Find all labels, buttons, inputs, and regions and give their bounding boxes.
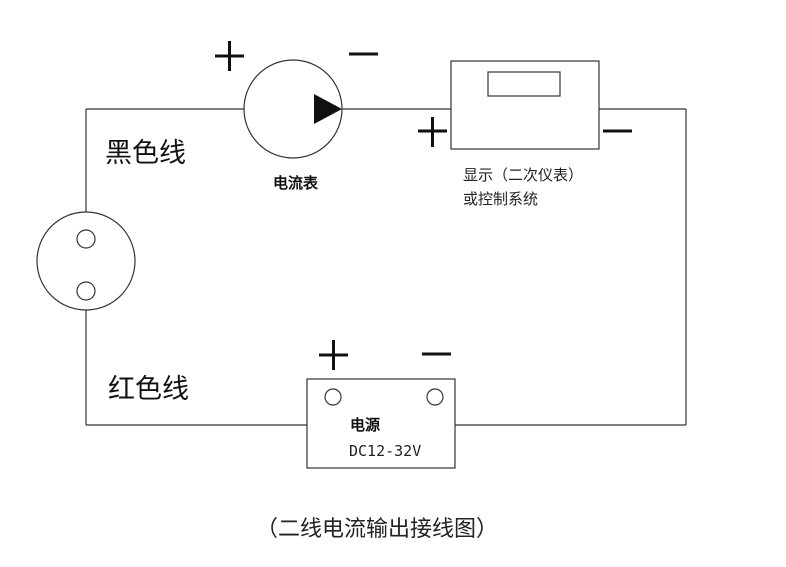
ammeter: 电流表 [215, 41, 378, 192]
power-supply: 电源 DC12-32V [306, 340, 456, 469]
display-label-line1: 显示（二次仪表） [463, 166, 583, 184]
ammeter-arrow-icon [314, 94, 342, 124]
diagram-caption: （二线电流输出接线图） [256, 517, 498, 542]
display-label-line2: 或控制系统 [463, 190, 538, 208]
power-title: 电源 [350, 416, 380, 434]
power-terminal-plus [324, 388, 342, 406]
black-wire-label: 黑色线 [105, 138, 186, 169]
ammeter-label: 电流表 [273, 174, 319, 192]
power-spec: DC12-32V [349, 442, 421, 460]
sensor-body [36, 211, 136, 311]
power-box [306, 378, 456, 469]
circuit-wires [85, 108, 687, 426]
sensor-terminal-top [76, 229, 96, 249]
sensor [36, 211, 136, 311]
sensor-terminal-bottom [76, 281, 96, 301]
red-wire-label: 红色线 [108, 374, 189, 405]
display-screen [487, 71, 561, 97]
power-terminal-minus [426, 388, 444, 406]
display-instrument: 显示（二次仪表） 或控制系统 [418, 60, 632, 208]
